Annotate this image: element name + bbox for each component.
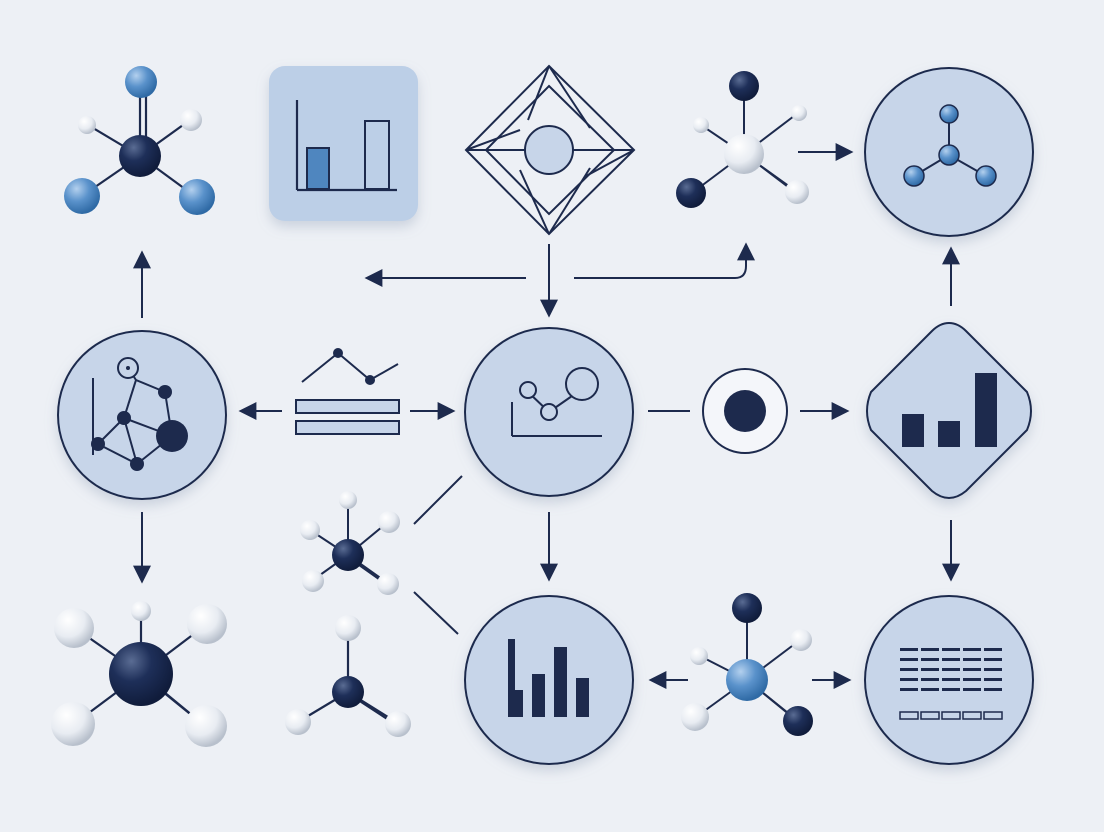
bottom-blue-molecule <box>681 593 813 736</box>
card-bar-1 <box>306 147 330 190</box>
atom-navy <box>119 135 161 177</box>
diag-line-upper <box>413 475 463 525</box>
table-footer-cell <box>962 711 982 720</box>
circle-bar-2 <box>510 690 523 717</box>
top-left-molecule <box>64 66 215 215</box>
table-cell-line <box>963 668 981 671</box>
stacked-lines-trend <box>295 348 400 435</box>
table-grid <box>899 648 1003 720</box>
circle-bar-3 <box>532 674 545 717</box>
diamond-bar-3 <box>975 373 997 447</box>
table-cell-line <box>921 658 939 661</box>
bottom-left-molecule <box>51 601 227 747</box>
atom-blue <box>64 178 100 214</box>
table-cell-line <box>921 678 939 681</box>
table-cell-line <box>984 668 1002 671</box>
table-cell-line <box>900 668 918 671</box>
arrow-curved-up <box>574 242 755 279</box>
table-cell-line <box>984 678 1002 681</box>
table-circle <box>864 595 1034 765</box>
table-cell-line <box>942 678 960 681</box>
table-cell-line <box>942 648 960 651</box>
circle-bar-1 <box>508 639 515 717</box>
table-cell-line <box>921 648 939 651</box>
bar-chart-diamond <box>866 321 1032 499</box>
center-left-molecule <box>300 491 400 595</box>
atom-white <box>724 134 764 174</box>
bottom-small-molecule <box>285 615 411 737</box>
table-footer-cell <box>920 711 940 720</box>
table-cell-line <box>963 648 981 651</box>
connectors <box>133 143 960 689</box>
table-cell-line <box>942 688 960 691</box>
diamond-bar-2 <box>938 421 960 447</box>
circle-bar-5 <box>576 678 589 717</box>
card-bar-2 <box>364 120 390 190</box>
table-footer-cell <box>941 711 961 720</box>
bar-chart-circle <box>464 595 634 765</box>
graph-network-circle <box>57 330 227 500</box>
table-cell-line <box>921 688 939 691</box>
atom-white <box>78 116 96 134</box>
atom-navy <box>729 71 759 101</box>
table-cell-line <box>900 678 918 681</box>
atom-blue <box>125 66 157 98</box>
table-cell-line <box>984 658 1002 661</box>
table-cell-line <box>921 668 939 671</box>
table-footer-cell <box>983 711 1003 720</box>
top-molecule <box>676 71 809 208</box>
table-cell-line <box>963 658 981 661</box>
diamond-crystal <box>464 64 636 236</box>
table-cell-line <box>984 688 1002 691</box>
diag-line-lower <box>413 591 459 635</box>
atom-white <box>693 117 709 133</box>
scatter-plot-circle <box>464 327 634 497</box>
circle-bar-4 <box>554 647 567 717</box>
table-cell-line <box>900 648 918 651</box>
atom-white <box>180 109 202 131</box>
atom-white <box>785 180 809 204</box>
network-molecule-circle <box>864 67 1034 237</box>
atom-white <box>791 105 807 121</box>
atom-navy <box>676 178 706 208</box>
table-cell-line <box>900 658 918 661</box>
table-cell-line <box>942 658 960 661</box>
atom-blue <box>179 179 215 215</box>
table-cell-line <box>963 688 981 691</box>
bar-chart-card <box>269 66 418 221</box>
table-footer-cell <box>899 711 919 720</box>
target-circle <box>702 368 788 454</box>
table-cell-line <box>963 678 981 681</box>
table-cell-line <box>984 648 1002 651</box>
diamond-bar-1 <box>902 414 924 447</box>
table-cell-line <box>942 668 960 671</box>
table-cell-line <box>900 688 918 691</box>
